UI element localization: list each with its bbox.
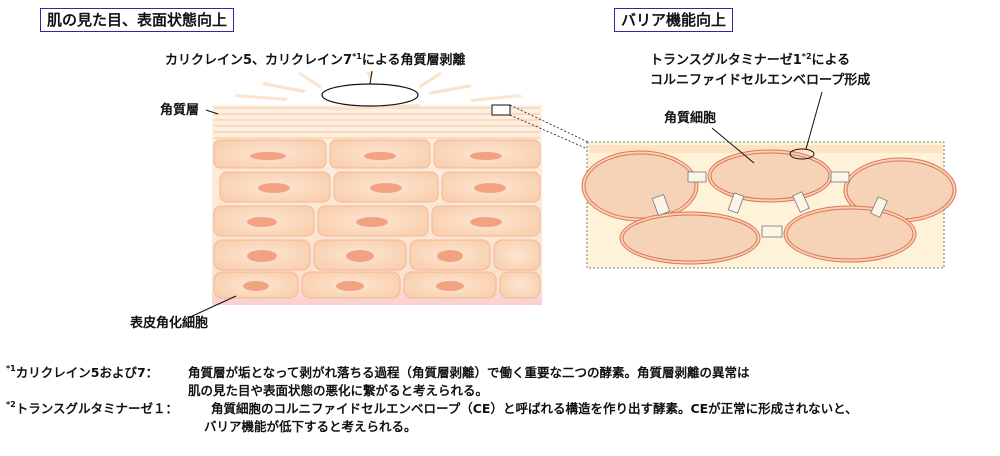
label-keratinocyte: 表皮角化細胞	[130, 316, 209, 331]
zoom-line-bottom	[509, 114, 591, 151]
desmosome	[761, 225, 783, 238]
corneocyte	[581, 150, 699, 222]
label-tgm-sup: *2	[801, 52, 812, 61]
keratinocyte-pointer	[187, 295, 237, 319]
label-stratum-corneum: 角質層	[160, 103, 200, 118]
nucleus	[370, 183, 402, 193]
flake-2	[262, 82, 306, 93]
kallikrein-pointer	[369, 70, 373, 85]
label-kallikrein: カリクレイン5、カリクレイン7*1による角質層剥離	[165, 52, 465, 69]
desmosome	[687, 171, 707, 183]
note-2-line2: バリア機能が低下すると考えられる。	[204, 419, 417, 434]
label-kallikrein-post: による角質層剥離	[361, 53, 466, 68]
note-1-tag: *1カリクレイン5および7：	[6, 364, 158, 382]
stratum-pointer	[205, 109, 219, 115]
label-tgm-pre: トランスグルタミナーゼ1	[650, 53, 802, 68]
nucleus	[474, 183, 506, 193]
desmosome	[870, 196, 888, 218]
note-1-sup: *1	[6, 364, 16, 373]
flake-8	[330, 104, 420, 111]
note-2-tag-text: トランスグルタミナーゼ１：	[15, 401, 179, 416]
shed-flakes	[234, 72, 522, 111]
corneocyte	[710, 152, 830, 200]
nucleus	[247, 250, 277, 262]
label-tgm-post: による	[811, 53, 851, 68]
note-1-line1: 角質層が垢となって剥がれ落ちる過程（角質層剥離）で働く重要な二つの酵素。角質層剥…	[188, 365, 750, 380]
cell-nuclei	[243, 152, 506, 291]
note-1-line2: 肌の見た目や表面状態の悪化に繋がると考えられる。	[188, 383, 489, 398]
desmosomes	[651, 171, 888, 238]
flake-5	[428, 84, 472, 95]
zoom-panel-top-band	[589, 145, 942, 153]
title-appearance: 肌の見た目、表面状態向上	[40, 8, 235, 32]
note-1-tag-text: カリクレイン5および7：	[15, 365, 159, 380]
desmosome	[830, 171, 850, 183]
tgm-pointer	[805, 91, 823, 150]
corneocyte	[783, 205, 917, 263]
nucleus	[364, 152, 396, 160]
skin-diagram	[187, 70, 957, 319]
desquamation-highlight	[321, 83, 419, 107]
label-kallikrein-sup: *1	[352, 52, 362, 61]
flake-1	[234, 94, 288, 101]
desmosome	[651, 193, 671, 217]
label-kallikrein-pre: カリクレイン5、カリクレイン7	[165, 53, 353, 68]
desmosome	[792, 191, 810, 213]
corneocyte	[707, 149, 833, 203]
zoom-line-top	[509, 104, 591, 144]
zoom-panel	[581, 91, 957, 269]
corneocyte	[622, 214, 758, 262]
corneocyte	[584, 153, 696, 219]
flake-3	[298, 72, 322, 88]
desmosome	[727, 192, 745, 214]
title-barrier: バリア機能向上	[614, 8, 734, 32]
flake-6	[470, 94, 522, 102]
cell	[499, 271, 541, 299]
corneocyte	[786, 208, 914, 260]
note-2-sup: *2	[6, 400, 16, 409]
label-corneocyte: 角質細胞	[664, 111, 717, 126]
cell	[493, 239, 541, 271]
label-tgm: トランスグルタミナーゼ1*2による	[650, 52, 850, 69]
label-tgm-line2: コルニファイドセルエンベロープ形成	[650, 73, 871, 88]
nucleus	[336, 281, 364, 291]
corneocytes	[581, 149, 957, 265]
nucleus	[470, 217, 502, 227]
nucleus	[243, 281, 269, 291]
corneocyte-pointer	[711, 127, 755, 164]
flake-4	[418, 72, 442, 88]
nucleus	[346, 250, 374, 262]
nucleus	[436, 281, 464, 291]
nucleus	[258, 183, 290, 193]
nucleus	[247, 217, 277, 227]
note-2-tag: *2トランスグルタミナーゼ１：	[6, 400, 178, 418]
nucleus	[250, 152, 286, 160]
epidermis-block	[187, 70, 542, 319]
nucleus	[470, 152, 502, 160]
zoom-source-box	[491, 104, 511, 116]
envelope-highlight	[789, 148, 815, 160]
flake-7	[366, 72, 374, 80]
nucleus	[437, 250, 463, 262]
note-2-line1: 角質細胞のコルニファイドセルエンベロープ（CE）と呼ばれる構造を作り出す酵素。C…	[211, 401, 858, 416]
corneocyte	[619, 211, 761, 265]
nucleus	[356, 217, 388, 227]
